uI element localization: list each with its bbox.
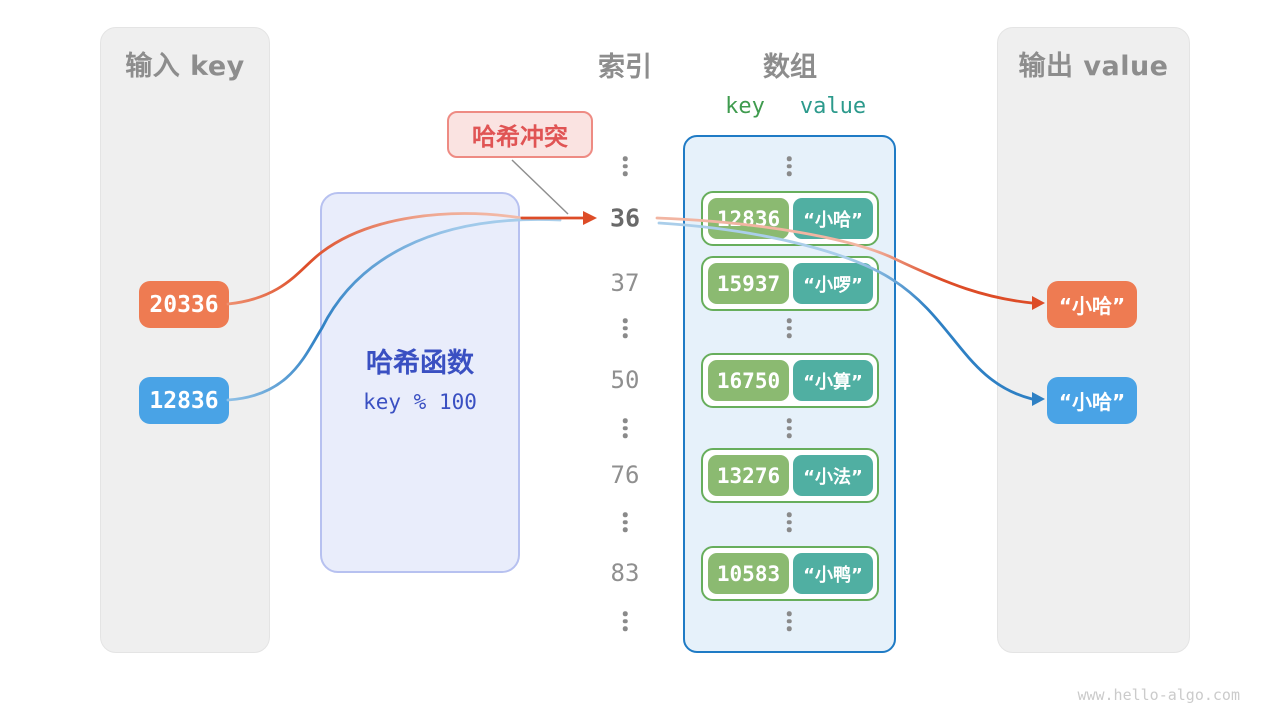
key-pill: 15937 [708, 263, 789, 304]
array-row: 12836 “小哈” [701, 191, 879, 246]
index-50: 50 [610, 366, 640, 394]
ellipsis-icon [622, 512, 628, 532]
array-row: 15937 “小啰” [701, 256, 879, 311]
value-pill: “小哈” [793, 198, 873, 239]
output-panel-title: 输出 value [1018, 51, 1169, 82]
collision-pointer-line [511, 159, 569, 215]
array-column-title: 数组 [763, 52, 817, 83]
key-pill: 10583 [708, 553, 789, 594]
input-panel: 输入 key [100, 27, 270, 653]
input-panel-title: 输入 key [125, 51, 245, 82]
array-row: 10583 “小鸭” [701, 546, 879, 601]
ellipsis-icon [622, 418, 628, 438]
watermark: www.hello-algo.com [1077, 686, 1240, 704]
ellipsis-icon [786, 418, 792, 438]
array-row: 16750 “小算” [701, 353, 879, 408]
key-pill: 16750 [708, 360, 789, 401]
hash-collision-label: 哈希冲突 [447, 111, 593, 158]
input-key-chip-20336: 20336 [139, 281, 229, 328]
array-key-header: key [725, 94, 765, 119]
value-pill: “小算” [793, 360, 873, 401]
ellipsis-icon [622, 318, 628, 338]
key-pill: 12836 [708, 198, 789, 239]
index-column-title: 索引 [598, 52, 652, 83]
output-value: “小哈” [1058, 294, 1126, 318]
value-pill: “小鸭” [793, 553, 873, 594]
key-pill: 13276 [708, 455, 789, 496]
ellipsis-icon [622, 156, 628, 176]
output-panel: 输出 value [997, 27, 1190, 653]
index-83: 83 [610, 559, 640, 587]
input-key-chip-12836: 12836 [139, 377, 229, 424]
ellipsis-icon [786, 512, 792, 532]
ellipsis-icon [622, 611, 628, 631]
ellipsis-icon [786, 318, 792, 338]
index-37: 37 [610, 269, 640, 297]
output-value: “小哈” [1058, 390, 1126, 414]
index-36: 36 [609, 203, 641, 233]
input-key-value: 20336 [149, 291, 219, 318]
index-76: 76 [610, 461, 640, 489]
hash-function-box: 哈希函数 key % 100 [320, 192, 520, 573]
array-value-header: value [799, 94, 867, 119]
value-pill: “小法” [793, 455, 873, 496]
value-pill: “小啰” [793, 263, 873, 304]
ellipsis-icon [786, 156, 792, 176]
array-row: 13276 “小法” [701, 448, 879, 503]
hash-function-title: 哈希函数 [366, 348, 474, 379]
input-key-value: 12836 [149, 387, 219, 414]
hash-function-formula: key % 100 [363, 390, 477, 414]
output-value-chip-orange: “小哈” [1047, 281, 1137, 328]
output-value-chip-blue: “小哈” [1047, 377, 1137, 424]
hash-collision-text: 哈希冲突 [472, 123, 568, 151]
ellipsis-icon [786, 611, 792, 631]
